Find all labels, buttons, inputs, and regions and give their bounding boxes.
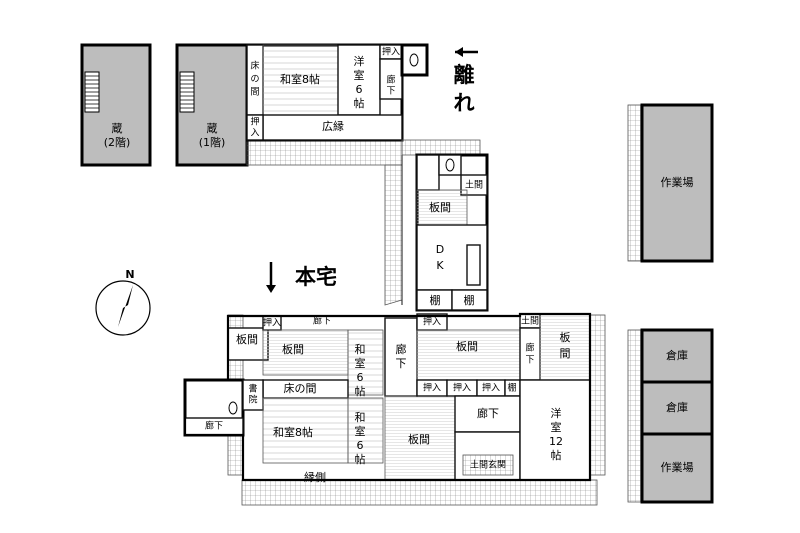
tana-row-label: 棚 [507,382,516,394]
doma-right-label: 土間 [521,315,539,327]
tokonoma-label: 床の間 [284,381,317,395]
yoshitsu6-label-3: 6 [356,83,363,96]
washitsu6-lower-4: 帖 [355,453,366,466]
washitsu6-lower-1: 和 [355,411,366,424]
roka-lower-label: 廊下 [477,406,499,420]
yoshitsu12-2: 室 [551,420,562,434]
hanare-annotation: 離 れ [454,47,478,115]
arrow-down-icon [266,262,276,293]
yoshitsu12-4: 帖 [551,449,562,462]
washitsu8-top-label: 和室8帖 [280,72,320,86]
kura-2f: 蔵 (2階) [80,43,152,167]
oshiire-kura-label: 押 [250,116,259,128]
roka-right-2: 下 [525,356,534,366]
roka-right-1: 廊 [525,342,534,354]
honkyo-annotation: 本宅 [266,262,337,293]
roka-left-label: 廊下 [205,420,223,432]
sagyoba-top: 作業場 [627,103,714,263]
washitsu6-lower-2: 室 [355,424,366,438]
dk-label-d: D [436,243,444,256]
oshiire-mid-label: 押入 [423,316,441,328]
yoshitsu6-label-1: 洋 [354,54,365,68]
roka-upper-label: 廊下 [313,315,331,327]
itama-left-label: 板間 [236,332,258,346]
hanare-char-2: れ [454,91,475,115]
hiroen-label: 広縁 [322,119,344,133]
washitsu6-upper-2: 室 [355,356,366,370]
oshiire-row-1: 押入 [423,382,441,394]
yoshitsu12-1: 洋 [551,406,562,420]
washitsu6-upper-3: 6 [357,371,364,384]
washitsu6-lower-3: 6 [357,439,364,452]
kura2-sub-label: (2階) [104,135,131,149]
kura2-label: 蔵 [112,122,123,135]
oshiire-main-label: 押入 [263,317,281,329]
itama-lower-label: 板間 [408,432,430,446]
itama-left2-label: 板間 [282,342,304,356]
hanare-wing: 床 の 間 和室8帖 洋 室 6 帖 押入 廊 下 押 入 広縁 [245,43,429,166]
yoshitsu6-label-4: 帖 [354,97,365,110]
roka-center-1: 廊 [396,342,407,356]
soko-block: 倉庫 倉庫 作業場 [627,328,714,504]
tokonoma-top-label: 床 [250,60,259,72]
sagyoba-bottom-label: 作業場 [661,461,694,474]
sagyoba-top-label: 作業場 [661,176,694,189]
soko-label-2: 倉庫 [666,400,688,414]
doma-genkan-label: 土間玄関 [470,459,506,471]
dk-label-k: K [436,259,444,272]
itama-right-2: 間 [560,347,571,360]
toilet-icon [409,53,419,67]
shoin-label-2: 院 [248,394,257,406]
yoshitsu12-3: 12 [549,435,563,448]
tana-label-1: 棚 [430,293,441,307]
washitsu6-upper-4: 帖 [355,385,366,398]
middle-block: 土間 板間 D K 棚 棚 [415,153,489,312]
engawa-label: 縁側 [304,470,326,484]
honkyo-title: 本宅 [295,265,337,289]
roka-center-2: 下 [396,357,407,370]
main-house: 板間 押入 板間 廊下 廊下 和 室 6 帖 床の間 書 院 和室8帖 和 室 … [183,312,606,506]
roka-top-label: 廊 [386,74,395,86]
washitsu8-label: 和室8帖 [273,425,313,439]
itama-mid-label: 板間 [429,200,451,214]
tana-label-2: 棚 [464,293,475,307]
itama-right-1: 板 [560,330,571,344]
kura1-label: 蔵 [207,122,218,135]
itama-center-label: 板間 [456,339,478,353]
kura1-sub-label: (1階) [199,135,226,149]
oshiire-top-label: 押入 [382,46,400,58]
oshiire-kura-label-2: 入 [250,128,259,139]
hanare-char-1: 離 [454,63,475,87]
tokonoma-top-label-2: の [250,75,259,85]
oshiire-row-3: 押入 [482,382,500,394]
washitsu6-upper-1: 和 [355,343,366,356]
yoshitsu6-label-2: 室 [354,68,365,82]
tokonoma-top-label-3: 間 [250,87,259,98]
toilet-icon [445,158,455,172]
north-label: N [125,268,134,281]
stair-icon [85,75,99,109]
stair-icon [180,75,194,109]
oshiire-row-2: 押入 [453,382,471,394]
roka-top-label-2: 下 [386,87,395,97]
doma-label: 土間 [465,179,483,191]
connector-corridor [384,139,481,306]
toilet-icon [228,401,238,415]
arrow-left-icon [455,47,478,57]
shoin-label-1: 書 [248,383,257,395]
north-arrow-icon: N [95,268,151,336]
kura-1f: 蔵 (1階) [175,43,249,167]
soko-label-1: 倉庫 [666,348,688,362]
